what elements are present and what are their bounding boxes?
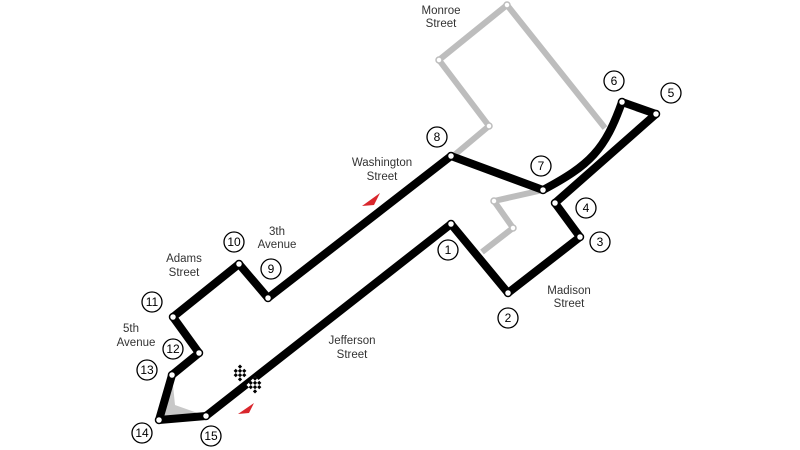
turn-label-12: 12 <box>162 338 184 360</box>
turn-label-1: 1 <box>437 239 459 261</box>
turn-label-15: 15 <box>200 425 222 447</box>
node-11 <box>168 312 178 322</box>
main-track <box>155 98 660 424</box>
node-2 <box>503 288 513 298</box>
street-labels: Monroe Street Washington Street 3th Aven… <box>117 5 591 361</box>
checkered-flag-icon <box>231 364 249 382</box>
turn-label-4: 4 <box>575 197 597 219</box>
svg-text:15: 15 <box>204 429 218 443</box>
svg-text:9: 9 <box>268 262 275 276</box>
turn-label-7: 7 <box>530 155 552 177</box>
node-12 <box>194 348 204 358</box>
monroe-street-label: Street <box>426 18 457 30</box>
svg-text:13: 13 <box>140 363 154 377</box>
inner-link <box>480 187 544 255</box>
third-avenue-label: 3th <box>269 226 285 238</box>
svg-text:10: 10 <box>227 235 241 249</box>
direction-arrow-icon <box>238 403 254 414</box>
washington-street-label: Washington <box>352 157 412 169</box>
fifth-avenue-label: 5th <box>123 323 139 335</box>
node-4 <box>550 198 560 208</box>
turn-label-5: 5 <box>660 82 682 104</box>
madison-street-label: Street <box>554 298 585 310</box>
svg-text:4: 4 <box>583 201 590 215</box>
madison-street-label: Madison <box>547 285 590 297</box>
node-14 <box>154 415 164 425</box>
turn-label-2: 2 <box>497 307 519 329</box>
node-1 <box>446 219 456 229</box>
turn-label-13: 13 <box>136 359 158 381</box>
corner-nodes <box>154 1 661 425</box>
turn-labels: 1 2 3 4 5 6 7 8 9 10 11 12 13 14 15 <box>131 70 682 447</box>
node-grey-inner-a <box>490 197 498 205</box>
turn-label-9: 9 <box>260 258 282 280</box>
svg-text:12: 12 <box>166 342 180 356</box>
turn-label-8: 8 <box>426 126 448 148</box>
turn-label-10: 10 <box>223 231 245 253</box>
turn-label-6: 6 <box>603 70 625 92</box>
svg-text:7: 7 <box>538 159 545 173</box>
svg-text:8: 8 <box>434 130 441 144</box>
turn-label-11: 11 <box>141 291 163 313</box>
node-6 <box>617 97 627 107</box>
jefferson-street-label: Jefferson <box>328 335 375 347</box>
svg-text:6: 6 <box>611 74 618 88</box>
node-3 <box>575 232 585 242</box>
node-grey-left <box>435 56 443 64</box>
third-avenue-label: Avenue <box>258 239 297 251</box>
monroe-street-label: Monroe <box>422 5 461 17</box>
adams-street-label: Street <box>169 267 200 279</box>
node-5 <box>651 109 661 119</box>
turn-label-14: 14 <box>131 422 153 444</box>
direction-arrow-icon <box>362 193 380 206</box>
node-13 <box>167 370 177 380</box>
node-grey-top <box>503 1 511 9</box>
track-path <box>155 98 660 424</box>
fifth-avenue-label: Avenue <box>117 337 156 349</box>
node-grey-inner-b <box>509 224 517 232</box>
node-9 <box>263 293 273 303</box>
svg-text:11: 11 <box>146 295 159 309</box>
svg-text:2: 2 <box>505 311 512 325</box>
node-7 <box>538 185 548 195</box>
node-grey-mid <box>485 122 493 130</box>
adams-street-label: Adams <box>166 253 202 265</box>
svg-text:14: 14 <box>135 426 149 440</box>
node-15 <box>201 411 211 421</box>
node-8 <box>446 151 456 161</box>
svg-text:3: 3 <box>597 235 604 249</box>
node-10 <box>234 259 244 269</box>
svg-text:5: 5 <box>668 86 675 100</box>
jefferson-street-label: Street <box>337 349 368 361</box>
monroe-street-loop <box>436 2 608 160</box>
washington-street-label: Street <box>367 171 398 183</box>
svg-text:1: 1 <box>445 243 452 257</box>
turn-label-3: 3 <box>589 231 611 253</box>
